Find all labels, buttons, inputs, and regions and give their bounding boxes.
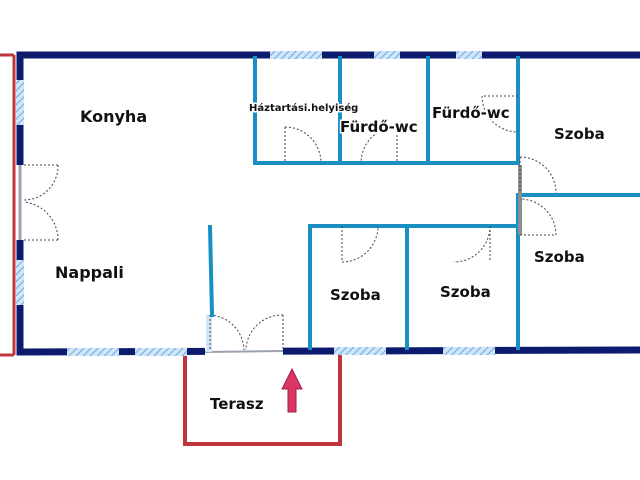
door-furdo-wc-2 (481, 95, 519, 133)
door-szoba-mid-right (519, 198, 557, 236)
window-bottom-3 (334, 347, 386, 355)
room-label-furdo-wc-2: Fürdő-wc (432, 104, 510, 122)
window-bottom-2 (135, 348, 187, 356)
room-label-konyha: Konyha (80, 107, 147, 126)
door-furdo-wc-1 (360, 126, 398, 164)
inner-walls (207, 56, 640, 350)
door-szoba-bottom-2 (453, 225, 491, 263)
window-top-2 (374, 51, 400, 59)
window-top-1 (270, 51, 322, 59)
outer-walls (16, 51, 640, 356)
arrow-up-icon (281, 367, 303, 413)
door-szoba-bottom-1 (341, 225, 379, 263)
room-label-szoba-mid-right: Szoba (534, 248, 585, 266)
terrace-outline (183, 353, 342, 446)
door-terrace (204, 314, 284, 356)
room-label-terasz: Terasz (210, 395, 264, 413)
room-label-haztartasi: Háztartási.helyiség (249, 102, 358, 114)
door-left-double (16, 164, 59, 241)
room-label-szoba-top-right: Szoba (554, 125, 605, 143)
exterior-boundary-left (0, 53, 16, 357)
window-top-3 (456, 51, 482, 59)
window-bottom-1 (67, 348, 119, 356)
door-szoba-top-right (519, 156, 557, 194)
room-label-furdo-wc-1: Fürdő-wc (340, 118, 418, 136)
room-label-szoba-bottom-2: Szoba (440, 283, 491, 301)
windows (16, 51, 495, 356)
window-bottom-4 (443, 347, 495, 355)
room-label-szoba-bottom-1: Szoba (330, 286, 381, 304)
room-label-nappali: Nappali (55, 263, 124, 282)
door-haztartasi (284, 126, 322, 164)
window-left-1 (16, 80, 24, 125)
inner-doors (284, 95, 557, 263)
window-left-2 (16, 260, 24, 305)
